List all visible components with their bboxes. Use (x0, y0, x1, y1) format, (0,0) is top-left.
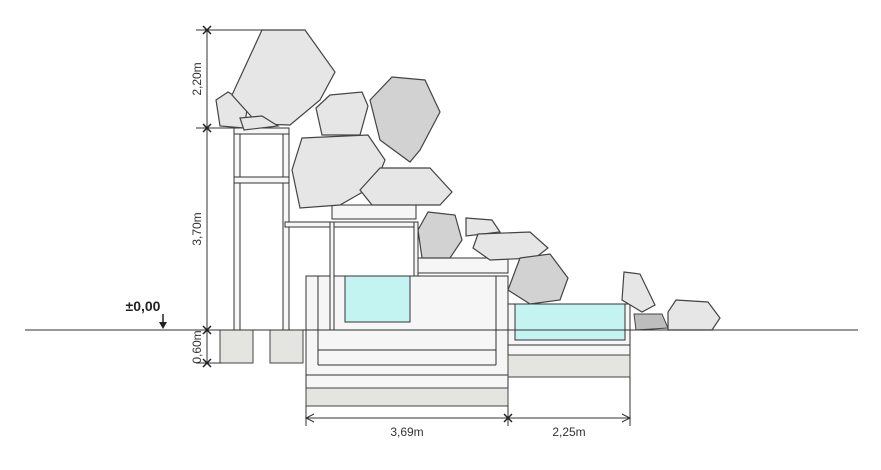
lower-pool-water (514, 303, 626, 341)
horizontal-dimension: 3,69m 2,25m (304, 377, 632, 439)
dim-upper-rocks: 2,20m (190, 62, 204, 95)
upper-pool (305, 275, 509, 407)
dim-upper-pool-width: 3,69m (390, 425, 423, 439)
lower-pool (507, 303, 631, 378)
vertical-dimension: 2,20m 3,70m 0,60m (190, 25, 262, 368)
footing (219, 329, 254, 364)
footing (269, 329, 304, 364)
steel-frame (233, 127, 419, 331)
arrow-down-icon (159, 322, 167, 329)
level-marker: ±0,00 (126, 298, 167, 329)
dim-frame-height: 3,70m (190, 212, 204, 245)
dim-foundation: 0,60m (190, 330, 204, 363)
upper-pool-water (344, 275, 411, 323)
rocks (215, 29, 721, 331)
dim-lower-pool-width: 2,25m (552, 425, 585, 439)
level-label: ±0,00 (126, 298, 161, 314)
